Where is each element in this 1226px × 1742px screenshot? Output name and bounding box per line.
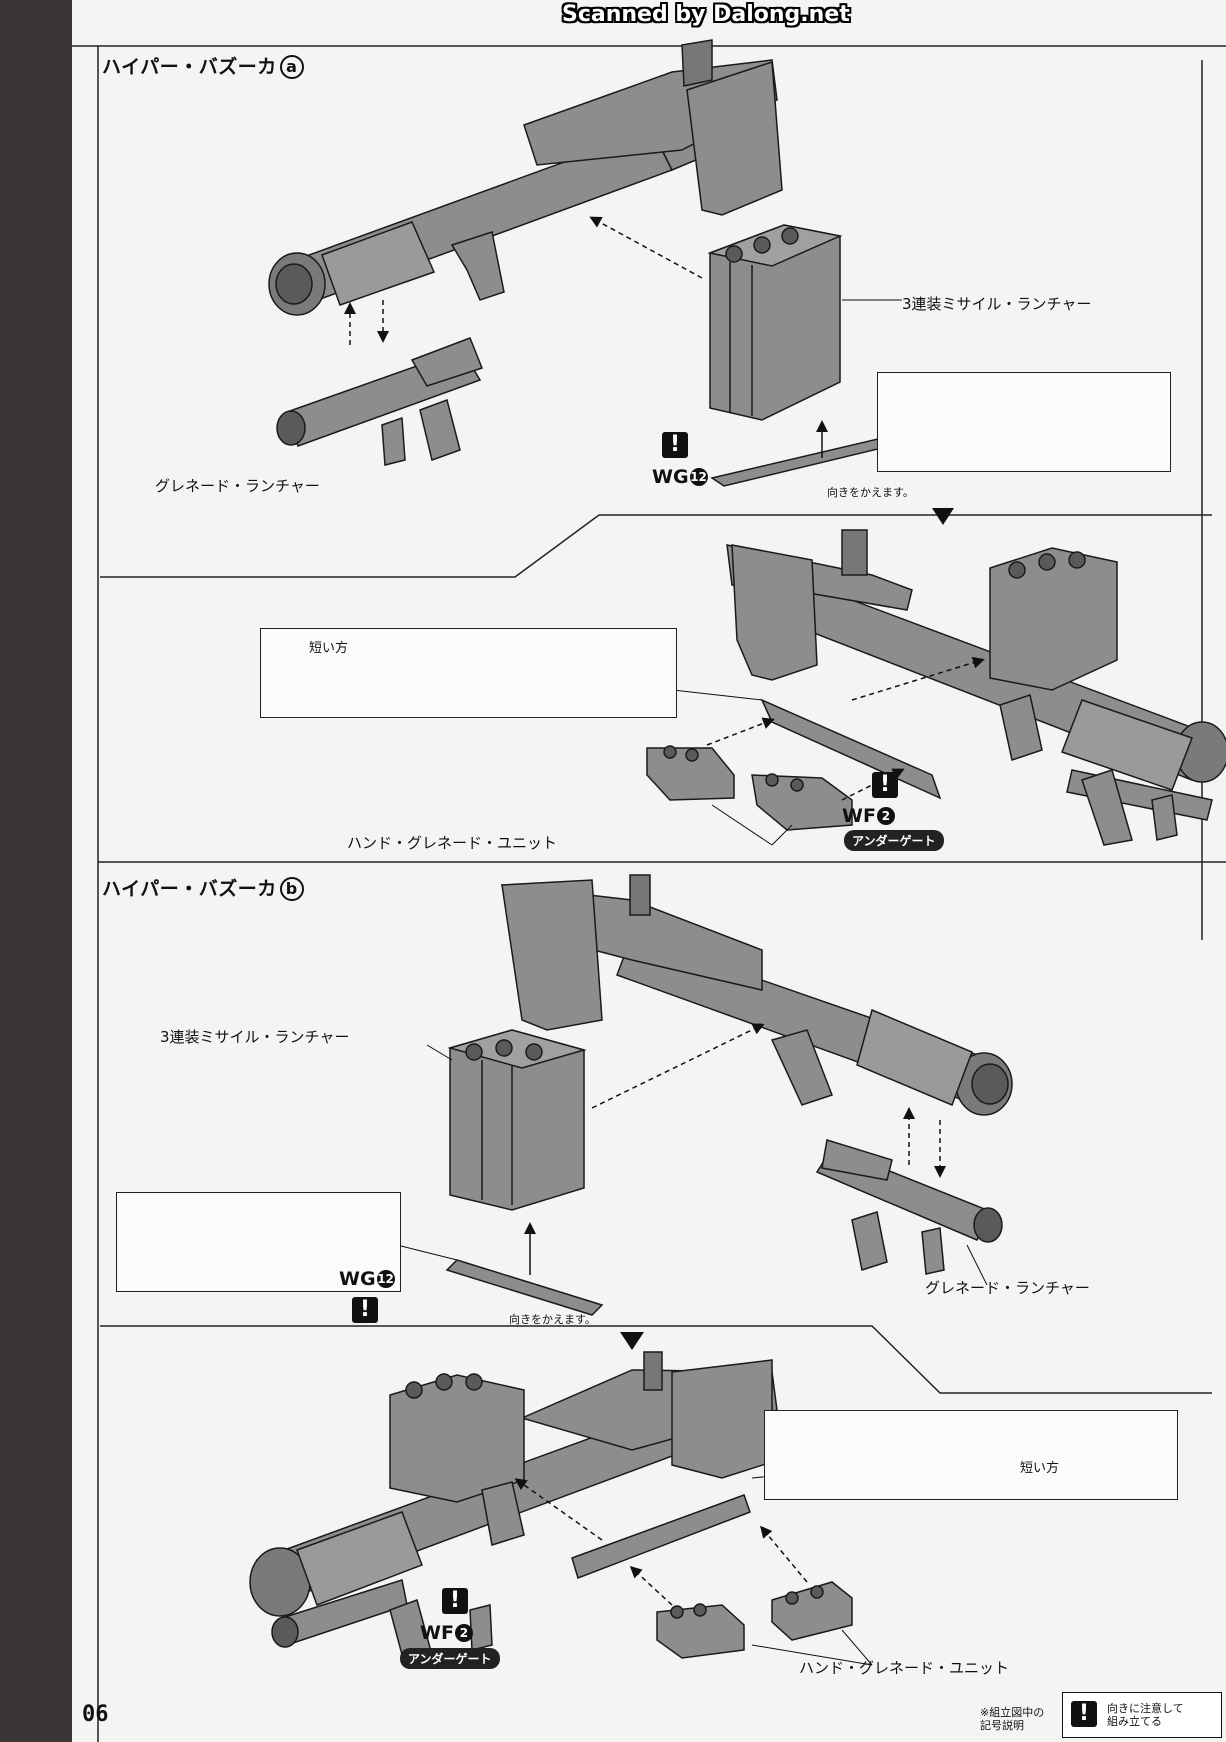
- wg-plate-b: [445, 1259, 604, 1316]
- warning-icon-b1: !: [352, 1297, 378, 1323]
- legend-box: ! 向きに注意して 組み立てる: [1062, 1692, 1222, 1738]
- grenade-launcher-b: [815, 1139, 1003, 1275]
- instruction-page: Scanned by Dalong.net: [72, 0, 1226, 1742]
- inset-short-side-a: [260, 628, 677, 718]
- turn-note-a: 向きをかえます。: [827, 486, 914, 499]
- inset-profile-b: [116, 1192, 401, 1292]
- grenade-launcher-a: [276, 337, 483, 466]
- hand-grenade-units-b: [656, 1581, 853, 1659]
- under-gate-badge-a: アンダーゲート: [844, 830, 944, 851]
- bazooka-b-bottom: [249, 1351, 778, 1663]
- inset-short-side-b: [764, 1410, 1178, 1500]
- wf-plate-b: [571, 1494, 751, 1579]
- warning-icon-b2: !: [442, 1588, 468, 1614]
- hand-grenade-units-a: [646, 745, 853, 831]
- variant-badge-a: a: [279, 55, 304, 79]
- missile-launcher-a: [707, 224, 843, 421]
- frame-lines: [72, 45, 1226, 1742]
- watermark: Scanned by Dalong.net: [562, 2, 850, 27]
- label-missile-launcher-a: 3連装ミサイル・ランチャー: [902, 295, 1092, 313]
- label-short-side-a: 短い方: [309, 641, 349, 656]
- bazooka-a-bottom: [726, 529, 1226, 846]
- warning-icon-a1: !: [662, 432, 688, 458]
- warning-icon-a2: !: [872, 772, 898, 798]
- bazooka-b-top: [500, 874, 1013, 1116]
- page-number: 06: [82, 1702, 109, 1727]
- assembly-diagrams: [72, 39, 1226, 1742]
- label-missile-launcher-b: 3連装ミサイル・ランチャー: [160, 1028, 350, 1046]
- label-grenade-launcher-b: グレネード・ランチャー: [925, 1279, 1090, 1297]
- wg-plate-a: [710, 437, 896, 487]
- bazooka-a-top: [268, 39, 783, 316]
- legend-warning-icon: !: [1071, 1701, 1097, 1727]
- turn-note-b: 向きをかえます。: [509, 1313, 596, 1326]
- missile-launcher-b: [447, 1029, 587, 1211]
- label-hand-grenade-a: ハンド・グレネード・ユニット: [347, 834, 558, 852]
- label-short-side-b: 短い方: [1020, 1461, 1060, 1476]
- inset-profile-a: [877, 372, 1171, 472]
- under-gate-badge-b: アンダーゲート: [400, 1648, 500, 1669]
- variant-badge-b: b: [279, 877, 304, 901]
- legend-caption: ※組立図中の 記号説明: [980, 1706, 1045, 1732]
- label-hand-grenade-b: ハンド・グレネード・ユニット: [799, 1659, 1010, 1677]
- label-grenade-launcher-a: グレネード・ランチャー: [155, 477, 320, 495]
